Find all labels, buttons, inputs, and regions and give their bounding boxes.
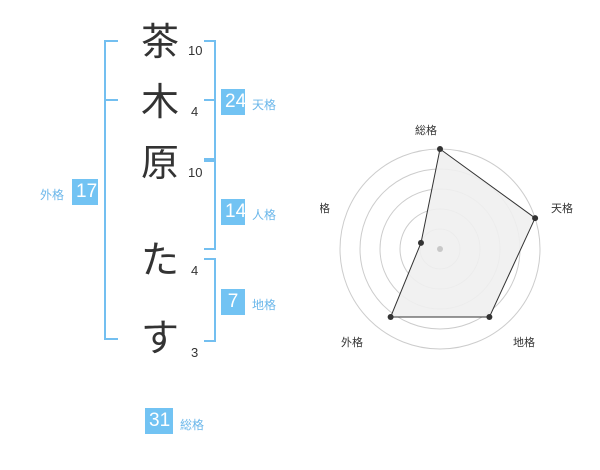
tenkaku-label: 天格 bbox=[252, 98, 277, 112]
radar-polygon bbox=[389, 148, 536, 318]
stroke-count-4: 4 bbox=[191, 263, 199, 278]
name-char-5: す bbox=[140, 316, 179, 360]
chikaku-label: 地格 bbox=[252, 298, 277, 312]
axis-label-chikaku: 地格 bbox=[513, 335, 535, 349]
jinkaku-bracket bbox=[204, 99, 216, 160]
axis-label-jinkaku: 人格 bbox=[320, 201, 330, 215]
radar-point-3 bbox=[486, 313, 493, 320]
name-char-2: 木 bbox=[140, 80, 179, 124]
stroke-count-3: 10 bbox=[188, 165, 203, 180]
tenkaku-value: 24 bbox=[221, 89, 246, 115]
chikaku-bracket bbox=[204, 160, 216, 250]
gaikaku-bracket bbox=[104, 40, 118, 340]
radar-point-2 bbox=[532, 215, 539, 222]
radar-point-1 bbox=[437, 146, 443, 152]
gaikaku-value: 17 bbox=[72, 179, 98, 205]
soukaku-value: 31 bbox=[145, 408, 173, 434]
stroke-count-1: 10 bbox=[188, 43, 203, 58]
stroke-count-5: 3 bbox=[191, 345, 199, 360]
jinkaku-label: 人格 bbox=[252, 208, 277, 222]
chikaku-value: 7 bbox=[221, 289, 245, 315]
gaikaku-bracket-tick bbox=[104, 99, 118, 101]
name-char-1: 茶 bbox=[140, 20, 179, 64]
soukaku-label: 総格 bbox=[180, 418, 205, 432]
gaikaku-label: 外格 bbox=[40, 188, 65, 202]
jinkaku-value: 14 bbox=[221, 199, 246, 225]
radar-point-4 bbox=[387, 313, 394, 320]
stroke-count-2: 4 bbox=[191, 104, 199, 119]
name-char-4: た bbox=[140, 238, 179, 282]
axis-label-tenkaku: 天格 bbox=[551, 201, 573, 215]
axis-label-soukaku: 総格 bbox=[415, 123, 437, 137]
axis-label-gaikaku: 外格 bbox=[341, 335, 363, 349]
radar-point-5 bbox=[417, 239, 424, 246]
chikaku-bracket-lower bbox=[204, 258, 216, 342]
radar-center-dot bbox=[437, 246, 443, 252]
radar-chart: 総格 天格 地格 外格 人格 bbox=[320, 123, 573, 350]
name-char-3: 原 bbox=[140, 141, 179, 185]
tenkaku-bracket bbox=[204, 40, 216, 101]
